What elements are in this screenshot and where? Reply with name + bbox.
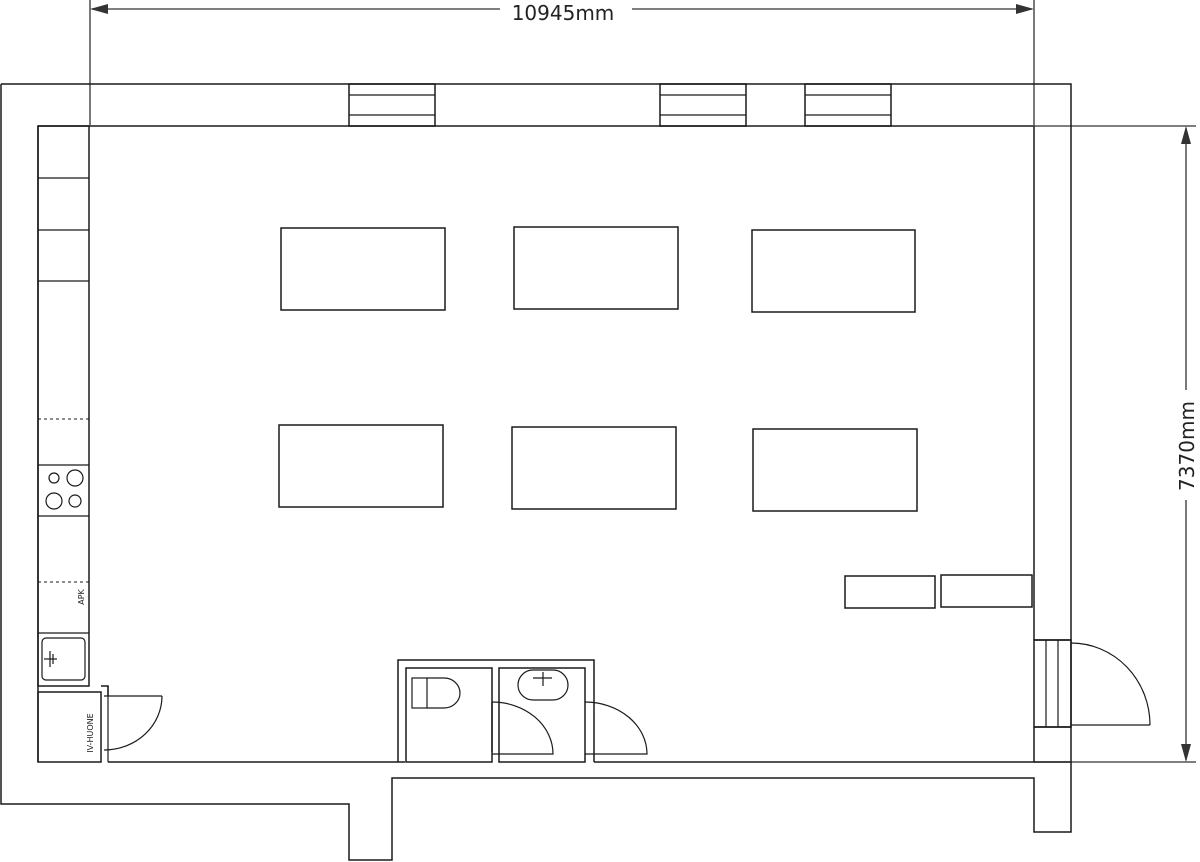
table xyxy=(513,226,679,310)
sink-icon xyxy=(41,637,86,681)
table xyxy=(511,426,677,510)
appliance-label: APK xyxy=(77,588,86,604)
table xyxy=(752,428,918,512)
kitchen-counter: APK xyxy=(37,125,90,687)
tables xyxy=(278,226,918,512)
restroom-block xyxy=(397,659,648,763)
inner-wall xyxy=(38,125,1035,640)
benches xyxy=(844,574,1033,609)
window-3 xyxy=(804,83,892,127)
window-2 xyxy=(659,83,747,127)
outer-wall xyxy=(0,83,1072,861)
height-dimension: 7370mm xyxy=(1034,125,1199,763)
washbasin-icon xyxy=(517,669,569,701)
width-dimension-label: 10945mm xyxy=(512,1,615,25)
stove-icon xyxy=(45,469,84,510)
door-swing-icon xyxy=(491,701,554,755)
door-swing-icon xyxy=(1070,642,1151,726)
arrow-up-icon xyxy=(1181,126,1191,144)
utility-room: IV-HUONE xyxy=(37,685,163,763)
door-swing-icon xyxy=(584,701,648,755)
utility-room-label: IV-HUONE xyxy=(86,713,95,752)
height-dimension-label: 7370mm xyxy=(1175,401,1199,491)
width-dimension: 10945mm xyxy=(89,0,1035,125)
arrow-right-icon xyxy=(1016,4,1034,14)
table xyxy=(278,424,444,508)
table xyxy=(751,229,916,313)
table xyxy=(280,227,446,311)
bench xyxy=(844,575,936,609)
entrance xyxy=(1033,639,1151,728)
bench xyxy=(940,574,1033,608)
toilet-icon xyxy=(411,677,461,709)
arrow-down-icon xyxy=(1181,744,1191,762)
window-1 xyxy=(348,83,436,127)
door-swing-icon xyxy=(103,695,163,751)
arrow-left-icon xyxy=(90,4,108,14)
walls xyxy=(0,83,1072,861)
